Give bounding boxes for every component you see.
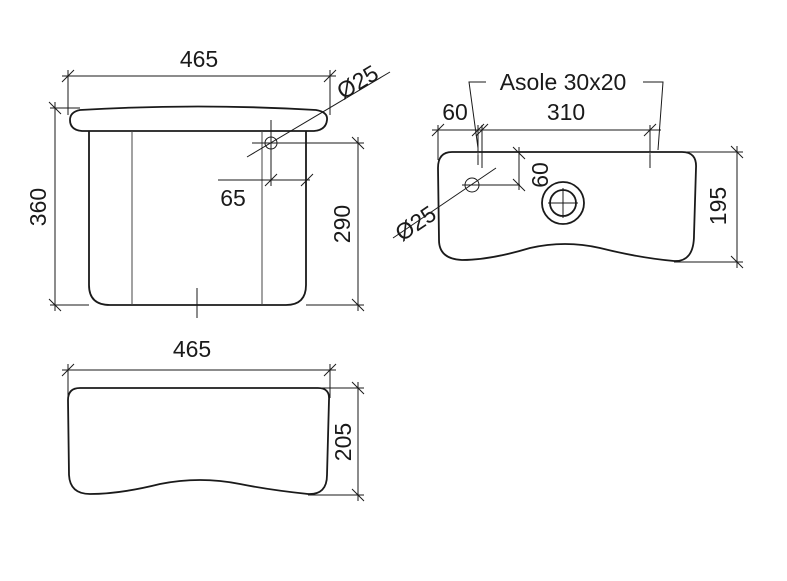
top-depth-label: 195 (705, 187, 731, 225)
top-hole-diameter-label: Ø25 (390, 200, 441, 246)
bottom-width-label: 465 (173, 336, 211, 362)
left-offset-label: 60 (442, 99, 468, 125)
total-height-label: 360 (25, 188, 51, 226)
slot-spacing-label: 310 (547, 99, 585, 125)
front-width-label: 465 (180, 46, 218, 72)
bottom-depth-label: 205 (330, 423, 356, 461)
hole-depth-label: 60 (527, 162, 553, 188)
hole-offset-label: 65 (220, 185, 246, 211)
tank-body-outline (88, 131, 307, 306)
slots-label: Asole 30x20 (500, 69, 627, 95)
drain-outer (541, 181, 585, 225)
front-view: 465 Ø25 65 290 360 (25, 46, 391, 318)
tank-top-outline (437, 151, 697, 262)
lid-top-outline (67, 387, 330, 495)
bottom-view: 465 205 (61, 336, 365, 502)
top-view: Asole 30x20 60 310 Ø25 60 195 (390, 69, 744, 269)
body-height-label: 290 (329, 205, 355, 243)
front-hole-diameter-label: Ø25 (332, 60, 383, 105)
lid-outline (69, 105, 328, 132)
